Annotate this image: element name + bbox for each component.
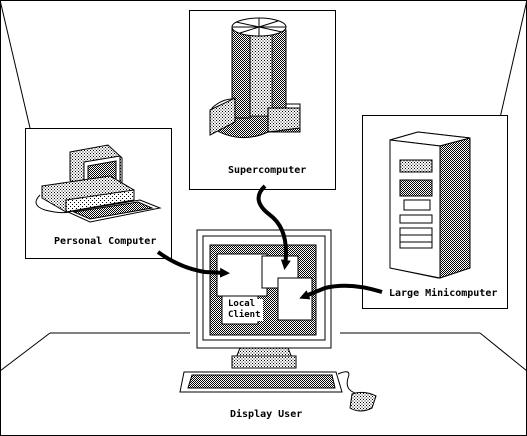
local-client-line2: Client: [228, 310, 261, 320]
supercomputer-panel: [189, 10, 336, 190]
personal-computer-label: Personal Computer: [54, 236, 157, 247]
supercomputer-label: Supercomputer: [228, 165, 307, 176]
local-client-label: Local Client: [226, 299, 263, 321]
supercomputer-icon: [209, 17, 301, 139]
large-minicomputer-label: Large Minicomputer: [389, 288, 498, 299]
minicomputer-icon: [389, 131, 471, 279]
personal-computer-panel: [25, 128, 172, 259]
minicomputer-panel: [362, 115, 508, 309]
display-workstation: [179, 229, 377, 412]
personal-computer-icon: [35, 144, 162, 223]
arrow-supercomputer: [256, 184, 291, 270]
connection-arrows: [156, 184, 383, 300]
arrow-personal-computer: [156, 250, 230, 278]
room-lines: [0, 0, 527, 372]
display-user-label: Display User: [230, 409, 303, 420]
local-client-line1: Local: [228, 299, 256, 309]
arrow-minicomputer: [299, 283, 383, 300]
